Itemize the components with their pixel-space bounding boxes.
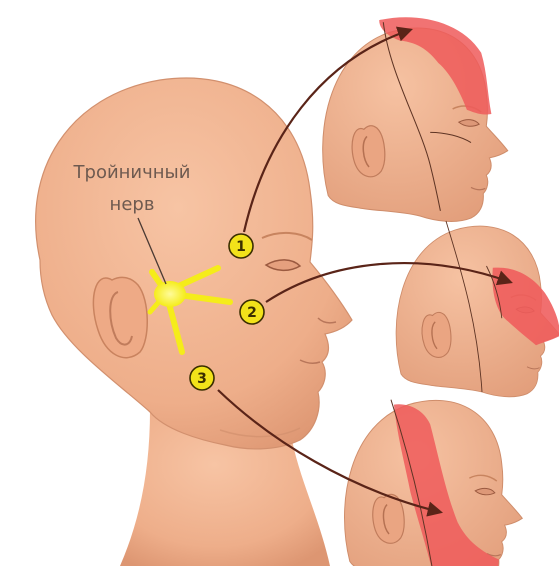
badge-3-number: 3 [197,371,207,387]
nerve-label-line2: нерв [110,194,155,215]
badge-1: 1 [229,234,253,258]
head-zone-3 [344,400,522,566]
badge-3: 3 [190,366,214,390]
badge-2-number: 2 [247,305,257,321]
badge-2: 2 [240,300,264,324]
main-head-silhouette [36,78,352,449]
main-head [36,78,352,566]
badge-1-number: 1 [236,239,246,255]
nerve-label-line1: Тройничный [73,162,191,183]
head-zone-1 [323,17,508,221]
head-zone-2 [396,221,559,397]
